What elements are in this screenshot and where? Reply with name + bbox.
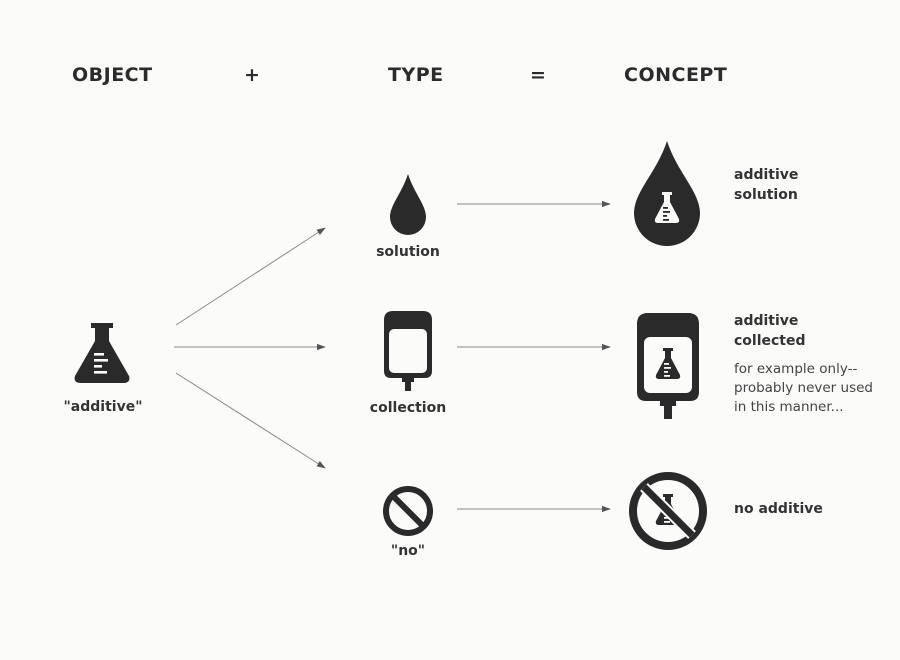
arrow-object-to-solution [175,227,326,326]
bag-icon [384,311,432,391]
concept-collected-desc: additive collected [734,311,806,351]
header-object: OBJECT [72,64,153,86]
concept-solution-line2: solution [734,187,798,203]
flask-icon [74,323,130,383]
note-line-3: in this manner... [734,399,844,415]
type-solution-label: solution [376,244,440,260]
note-line-1: for example only-- [734,361,858,377]
no-flask-icon [629,472,707,550]
bag-flask-icon [637,313,699,419]
concept-collected-line1: additive [734,313,799,329]
type-collection-label: collection [369,400,447,416]
concept-solution-desc: additive solution [734,165,798,205]
header-concept: CONCEPT [624,64,728,86]
concept-no-line1: no additive [734,501,823,517]
type-no-label: "no" [390,543,426,559]
concept-collected-line2: collected [734,333,806,349]
drop-icon [390,174,426,235]
header-plus: + [244,64,261,86]
concept-collected-note: for example only-- probably never used i… [734,360,873,417]
arrow-object-to-no [175,372,326,469]
header-equals: = [530,64,547,86]
concept-no-desc: no additive [734,499,823,519]
drop-flask-icon [634,141,700,246]
note-line-2: probably never used [734,380,873,396]
concept-solution-line1: additive [734,167,799,183]
header-type: TYPE [388,64,444,86]
object-label: "additive" [63,399,143,415]
prohibition-icon [383,486,433,536]
